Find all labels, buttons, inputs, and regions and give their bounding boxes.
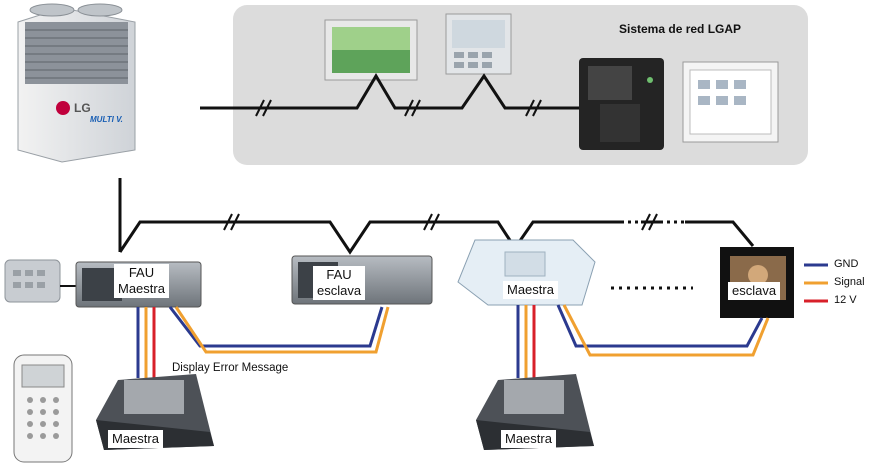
fau-slave-label-line1: FAU	[326, 267, 352, 282]
central-controller-icon	[445, 13, 512, 75]
network-title: Sistema de red LGAP	[619, 22, 742, 36]
fau-master-label-line2: Maestra	[118, 281, 165, 296]
outdoor-unit	[17, 3, 136, 163]
line-break-icon	[223, 213, 658, 231]
fau-slave-label-line2: esclava	[317, 283, 362, 298]
pc-software-icon	[682, 61, 779, 143]
line-break-icon	[255, 99, 542, 117]
display-error-annotation: Display Error Message	[172, 362, 289, 374]
controller-right-label: Maestra	[501, 430, 556, 448]
legend-label-signal: Signal	[834, 276, 865, 288]
legend-label-gnd: GND	[834, 258, 859, 270]
fau-slave-label: FAU esclava	[313, 266, 366, 300]
network-bus-line	[200, 73, 579, 110]
lg-logo-icon	[56, 101, 70, 115]
gateway-icon	[579, 58, 664, 150]
fau-master-label-line1: FAU	[128, 265, 155, 280]
odu-series-label: MULTI V.	[90, 115, 123, 124]
touch-screen-controller-icon	[324, 19, 418, 81]
legend-label-12v: 12 V	[834, 294, 857, 306]
controller-left-label: Maestra	[108, 430, 163, 448]
cassette-master-label: Maestra	[503, 281, 558, 299]
remote-sensor-icon	[4, 259, 61, 303]
fau-master-label: FAU Maestra	[114, 264, 169, 298]
wireless-remote-icon	[13, 354, 73, 463]
slave-panel-label: esclava	[728, 282, 781, 300]
odu-brand-label: LG	[74, 101, 91, 115]
indoor-bus-line	[118, 220, 621, 255]
cassette-unit-icon	[457, 239, 596, 306]
